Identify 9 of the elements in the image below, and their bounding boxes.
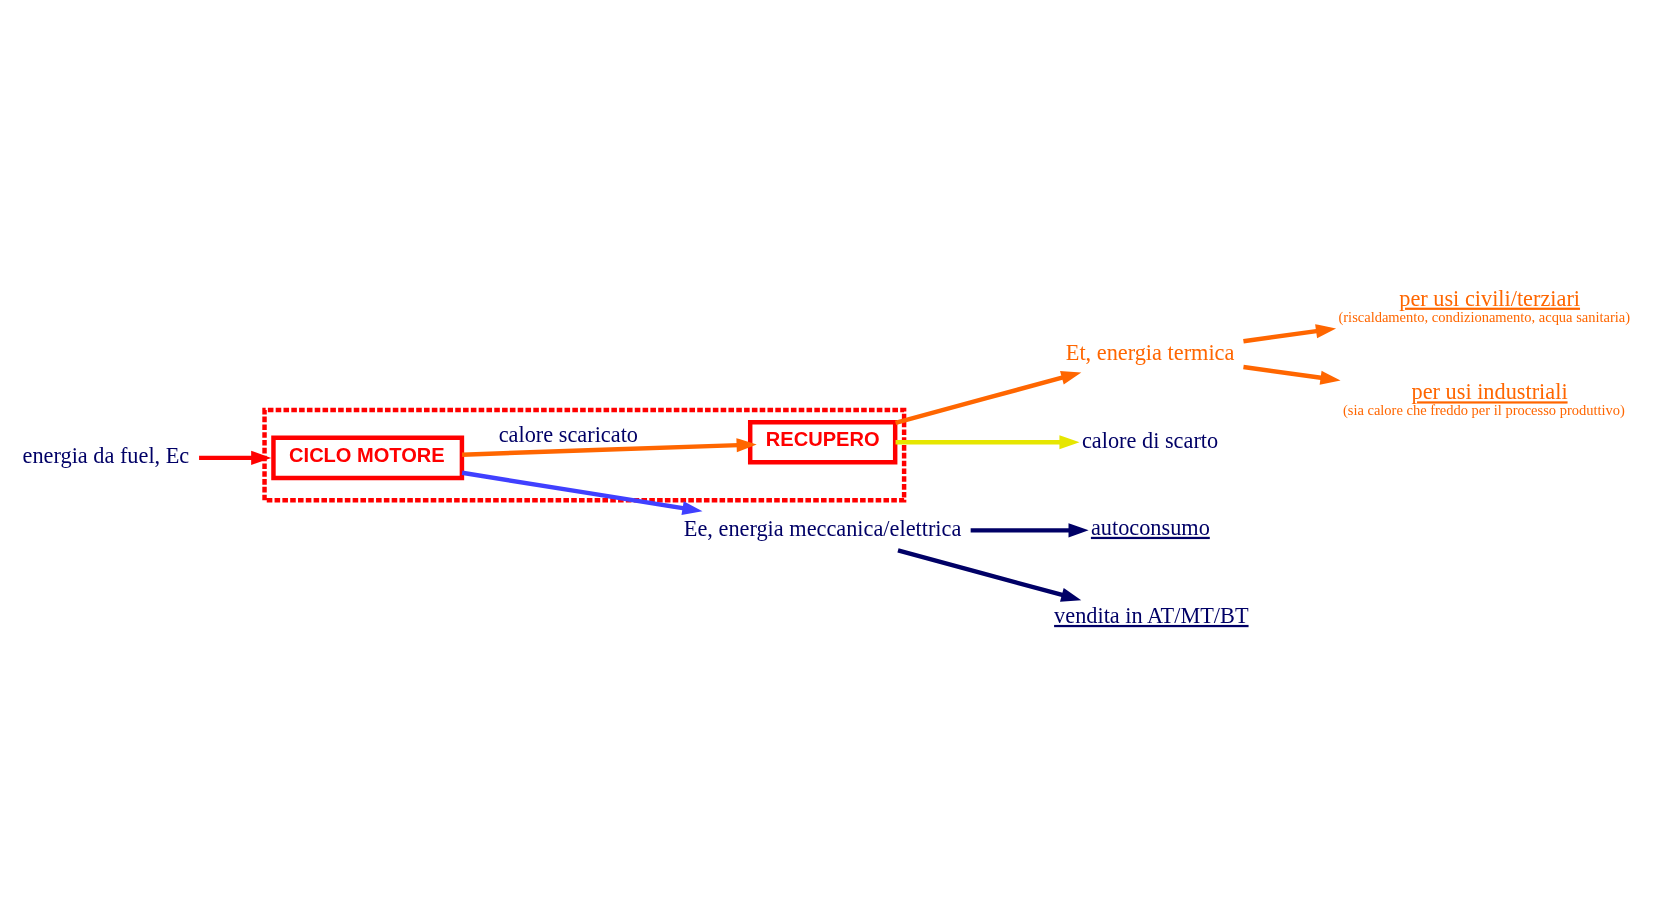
node-text: Ee, energia meccanica/elettrica xyxy=(683,515,962,541)
edge-label: calore scaricato xyxy=(498,421,638,447)
node-text: per usi industriali (sia calore che freddo per il processo produttivo) xyxy=(1342,378,1625,418)
node-text: energia da fuel, Ec xyxy=(22,442,190,468)
node-text: autoconsumo xyxy=(1090,514,1210,540)
node-text: Et, energia termica xyxy=(1065,339,1235,365)
node-text: vendita in AT/MT/BT xyxy=(1054,602,1249,628)
node-text: per usi civili/terziari (riscaldamento, condizionamento, acqua sanitaria) xyxy=(1338,285,1631,325)
node-text: calore di scarto xyxy=(1081,427,1219,453)
